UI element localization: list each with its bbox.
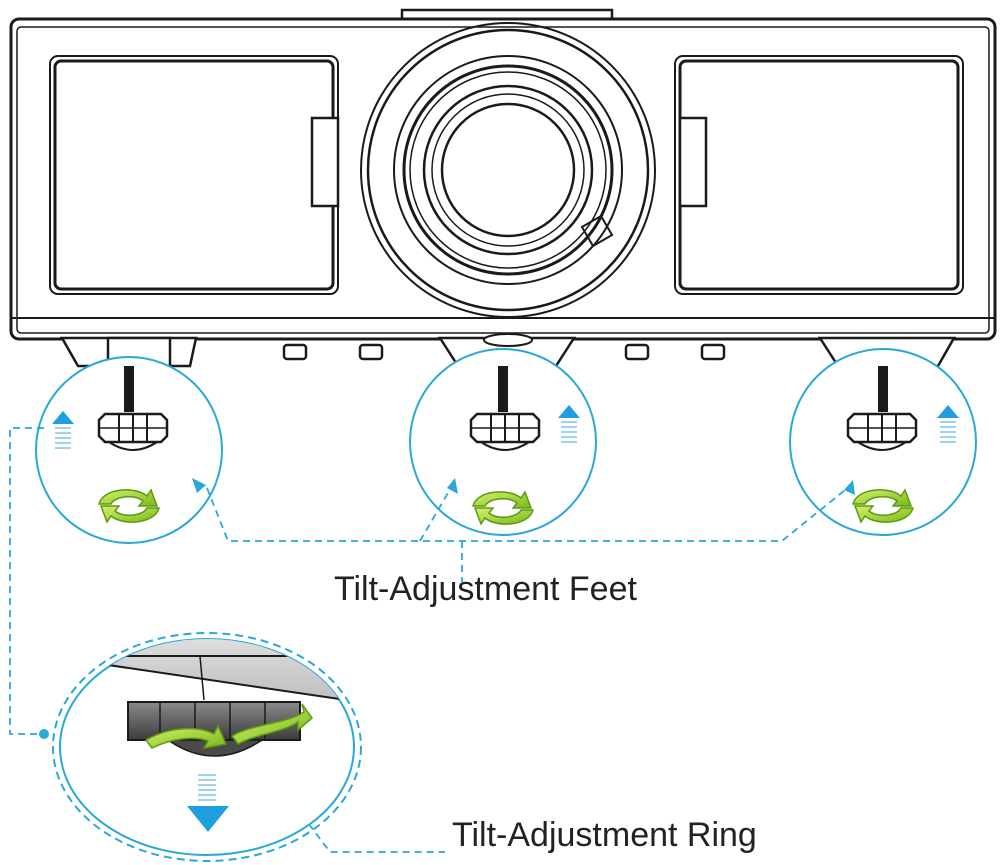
projector-body xyxy=(9,8,997,341)
tilt-foot-right xyxy=(789,348,977,536)
tilt-foot-left xyxy=(35,356,223,544)
tilt-foot-center xyxy=(409,348,597,536)
tilt-adjustment-feet-label: Tilt-Adjustment Feet xyxy=(334,570,637,608)
lens xyxy=(360,22,656,318)
callout-lines xyxy=(9,427,851,853)
rotate-arrows-icon xyxy=(144,703,314,750)
tilt-adjustment-ring-label: Tilt-Adjustment Ring xyxy=(452,816,757,854)
lower-arrow-icon xyxy=(187,774,229,832)
tilt-ring-detail xyxy=(52,632,362,862)
